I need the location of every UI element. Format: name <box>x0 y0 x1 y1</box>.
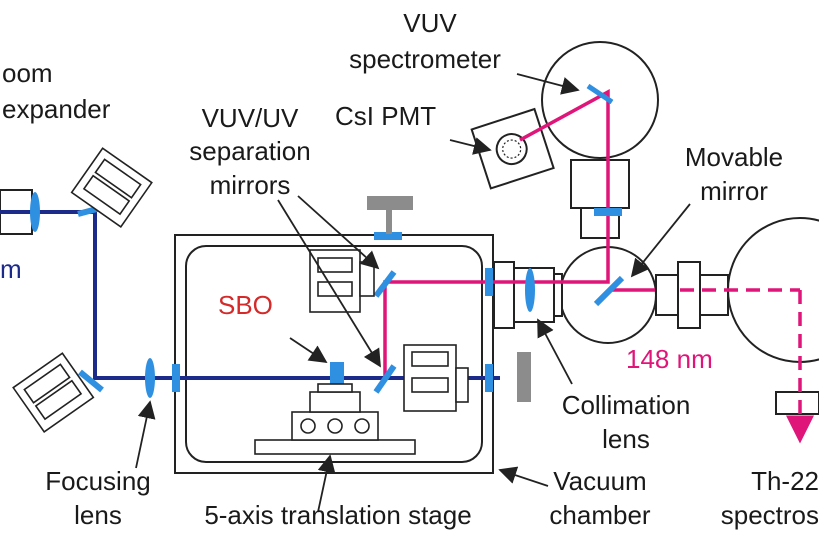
label-collimation-lens: lens <box>602 424 650 454</box>
zoom-mirror-bottom <box>78 369 104 393</box>
label-mirrors: mirrors <box>210 170 291 200</box>
chamber-window-vuv <box>485 268 493 296</box>
label-movable: Movable <box>685 142 783 172</box>
separation-mirror-mount-lower <box>403 344 469 412</box>
chamber-window-right <box>485 364 493 392</box>
separation-mirror-mount-upper <box>309 249 375 313</box>
label-mirror: mirror <box>700 176 768 206</box>
focusing-lens-icon <box>145 358 155 398</box>
label-translation-stage: 5-axis translation stage <box>204 500 471 530</box>
separation-mirror-upper <box>373 270 397 298</box>
beam-block-right <box>517 352 531 402</box>
label-th: Th-22 <box>751 466 819 496</box>
csi-pmt <box>470 107 555 190</box>
label-separation: separation <box>189 136 310 166</box>
mirror-mount-bottom <box>12 352 95 433</box>
vuv-beam-path <box>383 89 814 444</box>
sbo-crystal <box>330 362 344 384</box>
vuv-spectrometer-chamber <box>493 41 819 415</box>
beam-block-top <box>367 196 413 210</box>
label-csi-pmt: CsI PMT <box>335 101 436 131</box>
label-vuv-uv: VUV/UV <box>202 103 299 133</box>
translation-stage <box>254 383 416 455</box>
entry-lens-icon <box>30 192 40 232</box>
uv-beam-path <box>0 210 500 380</box>
label-collimation: Collimation <box>562 390 691 420</box>
grating-icon <box>586 83 614 105</box>
mirror-mount-top <box>70 147 153 228</box>
label-left-wavelength: m <box>0 254 22 284</box>
chamber-window-top <box>374 232 402 240</box>
label-chamber: chamber <box>549 500 650 530</box>
movable-mirror <box>593 275 625 307</box>
label-focusing: Focusing <box>45 466 151 496</box>
label-focusing-lens: lens <box>74 500 122 530</box>
label-vuv: VUV <box>403 8 457 38</box>
label-zoom: oom <box>2 58 53 88</box>
label-expander: expander <box>2 94 111 124</box>
annotation-arrows <box>135 73 691 513</box>
label-sbo: SBO <box>218 290 273 320</box>
separation-mirror-lower <box>373 364 397 394</box>
label-spectrometer: spectrometer <box>349 44 501 74</box>
label-vacuum: Vacuum <box>553 466 646 496</box>
spectrometer-window <box>594 208 622 216</box>
label-148nm: 148 nm <box>626 344 713 374</box>
collimation-lens-icon <box>525 268 535 312</box>
chamber-window-left <box>172 364 180 392</box>
label-spectroscopy: spectros <box>721 500 819 530</box>
